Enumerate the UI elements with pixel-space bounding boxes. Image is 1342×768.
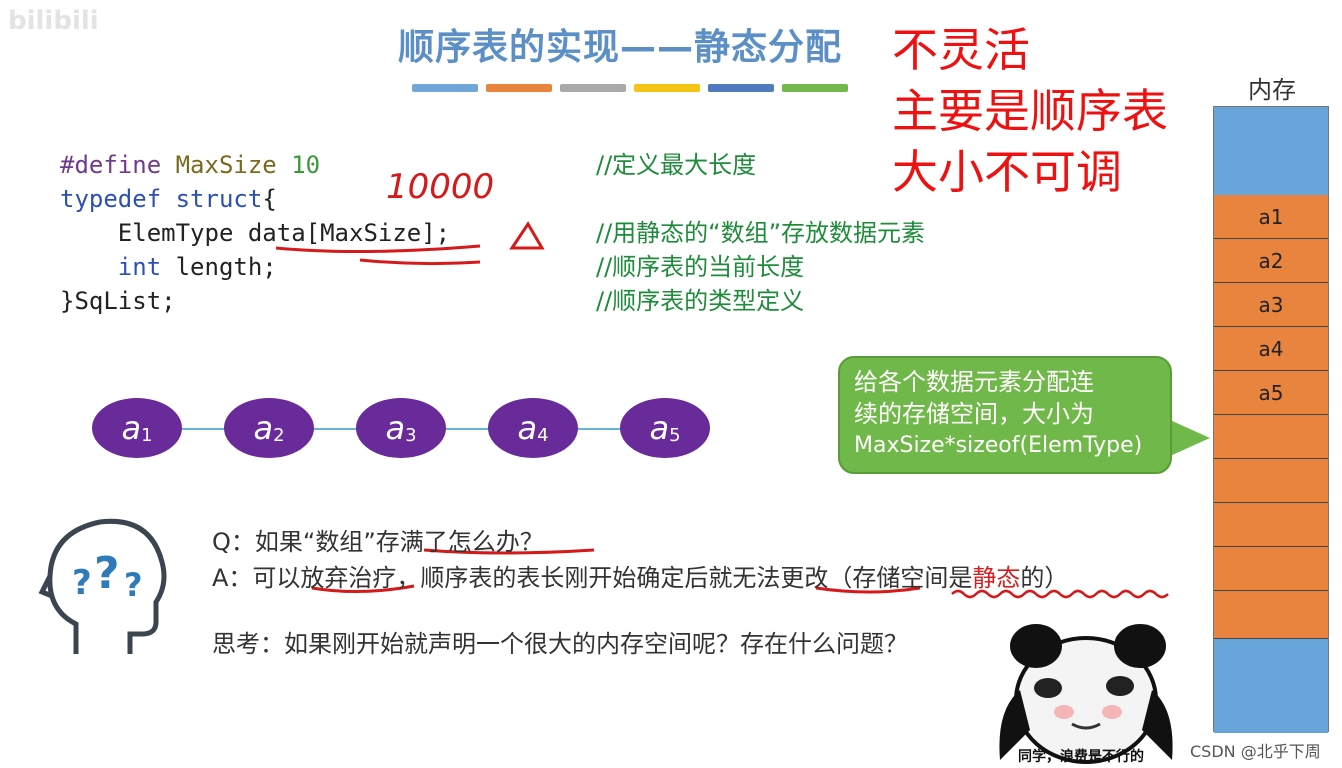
color-bar (560, 84, 626, 92)
memory-free-top (1214, 107, 1328, 195)
memory-cell (1214, 415, 1328, 459)
code-keyword: int (117, 253, 162, 281)
memory-cell (1214, 459, 1328, 503)
color-bar (486, 84, 552, 92)
memory-cell: a2 (1214, 239, 1328, 283)
color-bar (412, 84, 478, 92)
static-highlight: 静态 (972, 564, 1021, 592)
code-keyword: typedef (60, 185, 162, 213)
callout-line: 续的存储空间，大小为 (854, 400, 1094, 428)
handwritten-note: 不灵活 主要是顺序表 大小不可调 (892, 20, 1168, 203)
memory-free-bottom (1214, 639, 1328, 733)
svg-text:?: ? (72, 563, 92, 603)
code-text: data[MaxSize]; (247, 219, 451, 247)
question-text: Q：如果“数组”存满了怎么办？ (212, 528, 544, 556)
code-comment: //顺序表的当前长度 (596, 253, 805, 281)
color-bar (634, 84, 700, 92)
svg-text:?: ? (124, 566, 143, 604)
csdn-watermark: CSDN @北乎下周 (1190, 742, 1321, 761)
memory-cell (1214, 547, 1328, 591)
bilibili-watermark: bilibili (8, 6, 99, 36)
memory-label: 内存 (1248, 76, 1296, 104)
code-comment (596, 182, 925, 216)
code-line-data: ElemType data[MaxSize]; (60, 216, 450, 250)
code-keyword: struct (175, 185, 263, 213)
note-line: 大小不可调 (892, 145, 1122, 199)
code-comments: //定义最大长度 //用静态的“数组”存放数据元素 //顺序表的当前长度 //顺… (596, 148, 925, 318)
meme-caption: 同学，浪费是不行的 (1018, 749, 1144, 765)
memory-cell: a1 (1214, 195, 1328, 239)
memory-cell (1214, 503, 1328, 547)
triangle-mark (509, 221, 545, 250)
note-line: 不灵活 (892, 23, 1030, 77)
code-line-end: }SqList; (60, 287, 176, 315)
callout-line: 给各个数据元素分配连 (854, 368, 1094, 396)
memory-cell: a3 (1214, 283, 1328, 327)
code-line-typedef: typedef struct{ (60, 182, 450, 216)
svg-text:?: ? (94, 548, 120, 599)
code-text: { (262, 185, 277, 213)
panda-meme-image (990, 620, 1182, 766)
think-text: 思考：如果刚开始就声明一个很大的内存空间呢？存在什么问题？ (212, 630, 908, 658)
code-text: length; (175, 253, 277, 281)
code-type: ElemType (117, 219, 234, 247)
color-bar (708, 84, 774, 92)
memory-cell: a4 (1214, 327, 1328, 371)
code-macro-name: MaxSize (175, 151, 277, 179)
code-line-define: #define MaxSize 10 (60, 148, 450, 182)
slide-title: 顺序表的实现——静态分配 (398, 27, 843, 68)
code-macro-value: 10 (291, 151, 321, 179)
note-line: 主要是顺序表 (892, 84, 1168, 138)
color-bar (782, 84, 848, 92)
callout-tail (1170, 420, 1210, 456)
code-comment: //用静态的“数组”存放数据元素 (596, 219, 926, 247)
code-preprocessor: #define (60, 151, 162, 179)
memory-cell: a5 (1214, 371, 1328, 415)
code-comment: //定义最大长度 (596, 151, 757, 179)
code-line-length: int length; (60, 250, 450, 284)
memory-cell (1214, 591, 1328, 639)
thinking-head-icon: ? ? ? (38, 518, 167, 654)
code-comment: //顺序表的类型定义 (596, 287, 805, 315)
title-color-bars (412, 84, 848, 92)
callout-line: MaxSize*sizeof(ElemType) (854, 433, 1143, 458)
memory-diagram: a1 a2 a3 a4 a5 (1213, 106, 1329, 733)
answer-text: A：可以放弃治疗，顺序表的表长刚开始确定后就无法更改（存储空间是静态的） (212, 564, 1069, 592)
callout-bubble: 给各个数据元素分配连 续的存储空间，大小为 MaxSize*sizeof(Ele… (838, 356, 1172, 474)
